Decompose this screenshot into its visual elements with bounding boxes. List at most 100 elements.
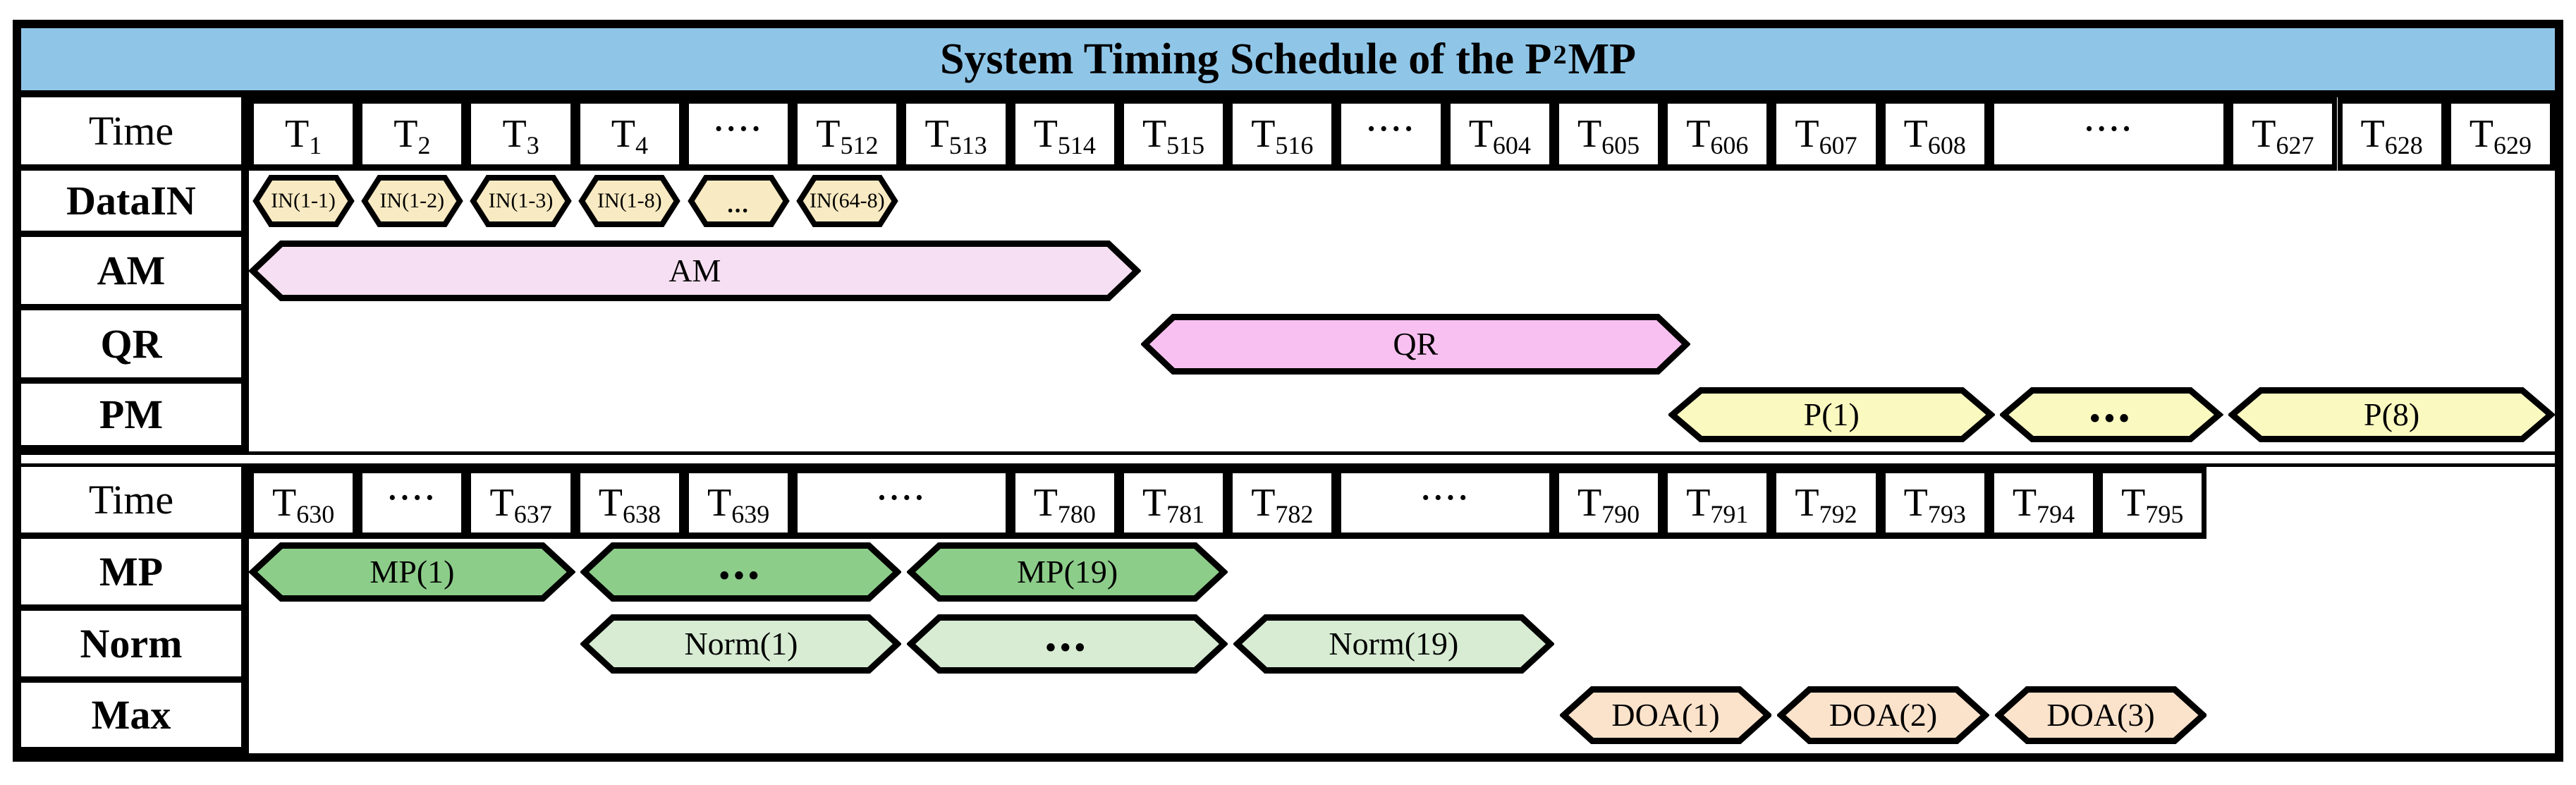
time-cell-795: T795 bbox=[2098, 467, 2206, 539]
time-symbol: T bbox=[1795, 480, 1819, 525]
lane-canvas-norm: Norm(1)•••Norm(19) bbox=[249, 611, 2555, 683]
time-subscript: 781 bbox=[1166, 499, 1204, 529]
time-cell-dots: ···· bbox=[1336, 467, 1553, 539]
bar-text: IN(1-1) bbox=[271, 189, 336, 213]
bar-text: IN(1-8) bbox=[597, 189, 662, 213]
time-cell-628: T628 bbox=[2338, 97, 2446, 171]
row-label-am: AM bbox=[21, 237, 249, 310]
bar-text: ••• bbox=[719, 559, 763, 593]
time-cell-607: T607 bbox=[1771, 97, 1880, 171]
time-symbol: T bbox=[1034, 111, 1058, 157]
time-subscript: 607 bbox=[1819, 130, 1857, 160]
bar-text: ••• bbox=[1046, 631, 1089, 665]
lane-canvas-datain: IN(1-1)IN(1-2)IN(1-3)IN(1-8)...IN(64-8) bbox=[249, 171, 2555, 237]
section-separator bbox=[21, 451, 2555, 467]
time-subscript: 782 bbox=[1275, 499, 1313, 529]
time-symbol: T bbox=[2252, 111, 2276, 157]
time-symbol: T bbox=[2013, 480, 2037, 525]
time-symbol: T bbox=[599, 480, 623, 525]
lane-canvas-qr: QR bbox=[249, 310, 2555, 384]
bar-text: IN(1-2) bbox=[380, 189, 445, 213]
time-symbol: T bbox=[924, 111, 948, 157]
time-symbol: T bbox=[1795, 111, 1819, 157]
bar-text: P(8) bbox=[2364, 396, 2419, 433]
lane-canvas-max: DOA(1)DOA(2)DOA(3) bbox=[249, 683, 2555, 753]
time-subscript: 608 bbox=[1928, 130, 1966, 160]
bar-in-1-3: IN(1-3) bbox=[470, 174, 572, 228]
bar-text: P(1) bbox=[1804, 396, 1860, 433]
bar-text: AM bbox=[669, 252, 721, 289]
bar-text: DOA(1) bbox=[1611, 696, 1719, 734]
ellipsis-dots: ···· bbox=[387, 480, 437, 516]
bar-doa-2: DOA(2) bbox=[1777, 686, 1989, 745]
time-subscript: 513 bbox=[949, 130, 987, 160]
ellipsis-dots: ···· bbox=[877, 480, 927, 516]
time-cell-512: T512 bbox=[793, 97, 901, 171]
diagram-title: System Timing Schedule of the P2MP bbox=[21, 28, 2555, 97]
time-subscript: 637 bbox=[514, 499, 552, 529]
time-symbol: T bbox=[1686, 111, 1710, 157]
time-cell-627: T627 bbox=[2228, 97, 2337, 171]
time-subscript: 638 bbox=[623, 499, 661, 529]
bar-text: Norm(1) bbox=[684, 625, 798, 662]
bar-text: IN(1-3) bbox=[489, 189, 554, 213]
bar-p-1: P(1) bbox=[1668, 387, 1995, 443]
time-cell-638: T638 bbox=[575, 467, 684, 539]
time-symbol: T bbox=[489, 480, 513, 525]
time-subscript: 793 bbox=[1928, 499, 1966, 529]
lane-row-qr: QR QR bbox=[21, 310, 2555, 384]
row-label-max: Max bbox=[21, 683, 249, 753]
time-cell-780: T780 bbox=[1011, 467, 1119, 539]
time-symbol: T bbox=[1904, 111, 1928, 157]
bar-norm-dots: ••• bbox=[907, 614, 1228, 674]
lane-row-max: MaxDOA(1)DOA(2)DOA(3) bbox=[21, 683, 2555, 753]
time-subscript: 794 bbox=[2037, 499, 2075, 529]
bar-text: DOA(2) bbox=[1829, 696, 1937, 734]
time-subscript: 3 bbox=[527, 130, 539, 160]
time-cell-1: T1 bbox=[249, 97, 358, 171]
time-subscript: 605 bbox=[1601, 130, 1640, 160]
time-cell-629: T629 bbox=[2446, 97, 2555, 171]
lane-row-mp: MPMP(1)•••MP(19) bbox=[21, 539, 2555, 611]
time-cells-bottom: T630····T637T638T639····T780T781T782····… bbox=[249, 467, 2206, 539]
time-subscript: 606 bbox=[1710, 130, 1748, 160]
bar-mp-dots: ••• bbox=[580, 542, 901, 602]
time-symbol: T bbox=[1142, 111, 1166, 157]
time-row-label-bottom: Time bbox=[21, 467, 249, 539]
bar-in-64-8: IN(64-8) bbox=[796, 174, 898, 228]
time-cell-dots: ···· bbox=[684, 97, 793, 171]
time-subscript: 629 bbox=[2493, 130, 2532, 160]
bar-mp-19: MP(19) bbox=[907, 542, 1228, 602]
time-subscript: 2 bbox=[417, 130, 430, 160]
time-symbol: T bbox=[707, 480, 731, 525]
time-cell-608: T608 bbox=[1881, 97, 1989, 171]
time-cell-514: T514 bbox=[1011, 97, 1119, 171]
time-cell-790: T790 bbox=[1554, 467, 1663, 539]
time-subscript: 630 bbox=[296, 499, 334, 529]
time-cells-top: T1T2T3T4····T512T513T514T515T516····T604… bbox=[249, 97, 2555, 171]
time-cell-dots: ···· bbox=[1989, 97, 2228, 171]
row-label-norm: Norm bbox=[21, 611, 249, 683]
time-cell-794: T794 bbox=[1989, 467, 2098, 539]
time-cell-791: T791 bbox=[1663, 467, 1771, 539]
time-cell-605: T605 bbox=[1554, 97, 1663, 171]
bar-text: MP(19) bbox=[1017, 553, 1118, 590]
bar-doa-1: DOA(1) bbox=[1560, 686, 1772, 745]
bar-qr: QR bbox=[1141, 313, 1690, 375]
time-symbol: T bbox=[1034, 480, 1058, 525]
time-symbol: T bbox=[272, 480, 296, 525]
time-cell-dots: ···· bbox=[793, 467, 1010, 539]
ellipsis-dots: ···· bbox=[2084, 111, 2134, 147]
time-cell-516: T516 bbox=[1228, 97, 1336, 171]
bar-p-8: P(8) bbox=[2228, 387, 2555, 443]
lane-row-norm: NormNorm(1)•••Norm(19) bbox=[21, 611, 2555, 683]
time-symbol: T bbox=[1142, 480, 1166, 525]
time-row-top: TimeT1T2T3T4····T512T513T514T515T516····… bbox=[21, 97, 2555, 171]
time-cell-793: T793 bbox=[1881, 467, 1989, 539]
time-symbol: T bbox=[502, 111, 526, 157]
time-subscript: 795 bbox=[2145, 499, 2183, 529]
time-symbol: T bbox=[1469, 111, 1493, 157]
time-cell-dots: ···· bbox=[1336, 97, 1445, 171]
row-label-qr: QR bbox=[21, 310, 249, 384]
